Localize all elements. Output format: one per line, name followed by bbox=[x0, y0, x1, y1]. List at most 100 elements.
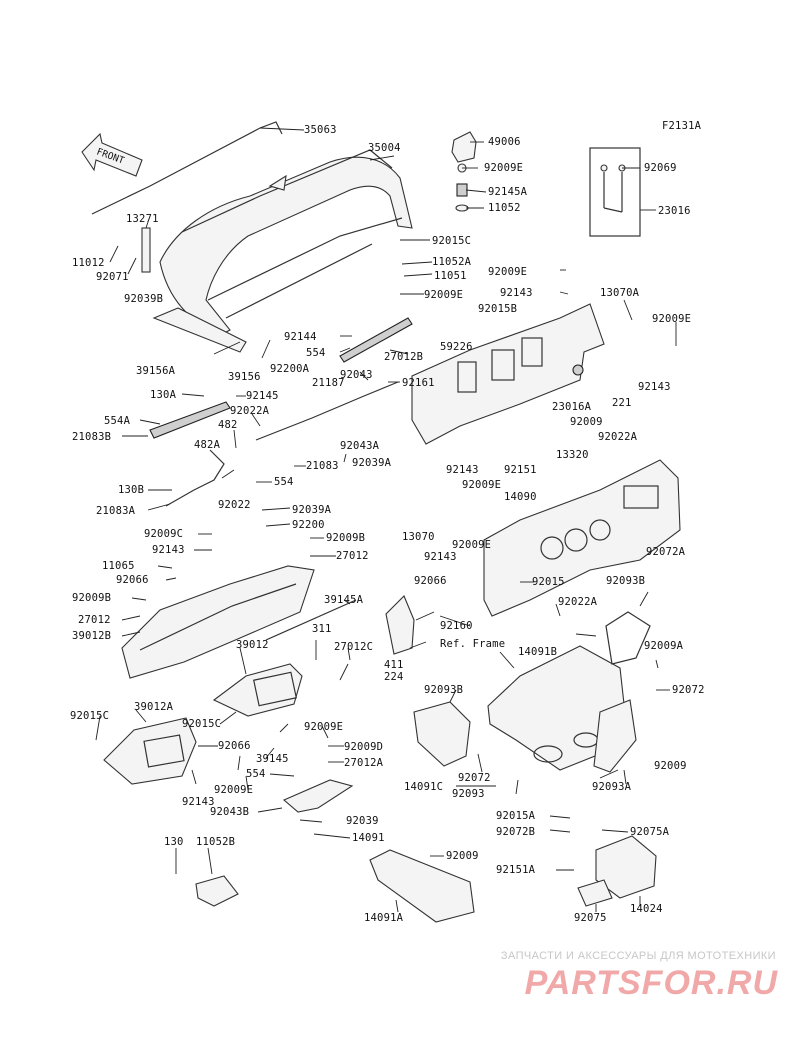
callout-label: 92015 bbox=[532, 576, 565, 588]
callout-label: 92069 bbox=[644, 162, 677, 174]
harness-box bbox=[589, 147, 641, 237]
lid-14091 bbox=[282, 779, 354, 813]
callout-label: 92043A bbox=[340, 440, 380, 452]
callout-label: 92072 bbox=[672, 684, 705, 696]
callout-label: 59226 bbox=[440, 341, 473, 353]
callout-label: 92039A bbox=[292, 504, 332, 516]
callout-label: 92039 bbox=[346, 815, 379, 827]
callout-label: 39145 bbox=[256, 753, 289, 765]
callout-label: 92200A bbox=[270, 363, 310, 375]
callout-label: 92015C bbox=[182, 718, 221, 730]
callout-label: 23016A bbox=[552, 401, 592, 413]
watermark-logo: PARTSFOR.RU bbox=[524, 964, 778, 1002]
callout-label: 92072A bbox=[646, 546, 686, 558]
callout-label: 11052B bbox=[196, 836, 235, 848]
callout-label: 92009 bbox=[654, 760, 687, 772]
callout-label: 92066 bbox=[218, 740, 251, 752]
cubby-a bbox=[212, 663, 303, 717]
callout-label: 92072 bbox=[458, 772, 491, 784]
callout-label: 14091A bbox=[364, 912, 404, 924]
callout-label: 482 bbox=[218, 419, 238, 431]
pad-92075 bbox=[577, 879, 613, 907]
callout-label: 14091 bbox=[352, 832, 385, 844]
callout-label: 92009B bbox=[72, 592, 111, 604]
callout-label: 411 bbox=[384, 659, 404, 671]
frame-reference-label: Ref. Frame bbox=[440, 638, 505, 650]
callout-label: 92022A bbox=[230, 405, 270, 417]
strap bbox=[152, 307, 247, 353]
callout-labels: 35063 35004 49006 92009E 92145A 11052 92… bbox=[70, 124, 705, 924]
frame-ref bbox=[385, 595, 415, 655]
latch-11052b bbox=[195, 875, 239, 907]
callout-label: 92072B bbox=[496, 826, 535, 838]
watermark-caption: ЗАПЧАСТИ И АКСЕССУАРЫ ДЛЯ МОТОТЕХНИКИ bbox=[500, 950, 776, 962]
callout-label: 92145A bbox=[488, 186, 528, 198]
callout-label: 92009D bbox=[344, 741, 383, 753]
callout-label: 13070 bbox=[402, 531, 435, 543]
callout-label: 92009E bbox=[652, 313, 691, 325]
callout-label: 92200 bbox=[292, 519, 325, 531]
dash-panel bbox=[411, 303, 605, 445]
callout-label: 11012 bbox=[72, 257, 105, 269]
callout-label: 14024 bbox=[630, 903, 663, 915]
callout-label: 92143 bbox=[424, 551, 457, 563]
callout-label: 92009B bbox=[326, 532, 365, 544]
callout-label: 92093B bbox=[606, 575, 645, 587]
callout-label: 11051 bbox=[434, 270, 467, 282]
callout-label: 92015C bbox=[70, 710, 109, 722]
callout-label: 554 bbox=[306, 347, 326, 359]
hinge bbox=[141, 227, 151, 273]
panel-92093a bbox=[593, 699, 637, 773]
callout-label: 27012B bbox=[384, 351, 423, 363]
callout-label: 92161 bbox=[402, 377, 435, 389]
callout-label: 27012 bbox=[78, 614, 111, 626]
callout-label: 39012B bbox=[72, 630, 111, 642]
figure-code: F2131A bbox=[662, 120, 702, 132]
callout-label: 92143 bbox=[638, 381, 671, 393]
callout-label: 21187 bbox=[312, 377, 345, 389]
callout-label: 92151A bbox=[496, 864, 536, 876]
callout-label: 224 bbox=[384, 671, 404, 683]
callout-label: 92043 bbox=[340, 369, 373, 381]
callout-label: 92009A bbox=[644, 640, 684, 652]
callout-label: 92009 bbox=[570, 416, 603, 428]
callout-label: 92066 bbox=[116, 574, 149, 586]
callout-label: 39145A bbox=[324, 594, 364, 606]
callout-label: 92009E bbox=[484, 162, 523, 174]
callout-label: 49006 bbox=[488, 136, 521, 148]
callout-label: 92071 bbox=[96, 271, 129, 283]
callout-label: 21083A bbox=[96, 505, 136, 517]
callout-label: 11052 bbox=[488, 202, 521, 214]
callout-label: 92075A bbox=[630, 826, 670, 838]
callout-label: 92009E bbox=[462, 479, 501, 491]
callout-label: 92009E bbox=[424, 289, 463, 301]
callout-label: 92015A bbox=[496, 810, 536, 822]
callout-label: 92015B bbox=[478, 303, 517, 315]
callout-label: 130 bbox=[164, 836, 184, 848]
callout-label: 92093B bbox=[424, 684, 463, 696]
callout-label: 554 bbox=[274, 476, 294, 488]
callout-label: 92009 bbox=[446, 850, 479, 862]
callout-label: 35004 bbox=[368, 142, 401, 154]
callout-label: 130B bbox=[118, 484, 144, 496]
callout-label: 92145 bbox=[246, 390, 279, 402]
callout-label: 92143 bbox=[182, 796, 215, 808]
callout-label: 554 bbox=[246, 768, 266, 780]
callout-label: 92151 bbox=[504, 464, 537, 476]
callout-label: 92022A bbox=[598, 431, 638, 443]
callout-label: 92039B bbox=[124, 293, 163, 305]
dashboard-lower bbox=[483, 459, 681, 617]
panel-92093b-left bbox=[413, 701, 471, 767]
callout-label: 39012 bbox=[236, 639, 269, 651]
cable-21187 bbox=[255, 381, 399, 441]
cubby-b bbox=[103, 717, 197, 785]
callout-label: 14091B bbox=[518, 646, 557, 658]
callout-label: 13271 bbox=[126, 213, 159, 225]
callout-label: 92066 bbox=[414, 575, 447, 587]
callout-label: 39156 bbox=[228, 371, 261, 383]
callout-label: 92143 bbox=[500, 287, 533, 299]
battery-14024 bbox=[595, 835, 657, 899]
front-arrow: FRONT bbox=[81, 132, 143, 177]
skid-plate bbox=[369, 849, 475, 923]
